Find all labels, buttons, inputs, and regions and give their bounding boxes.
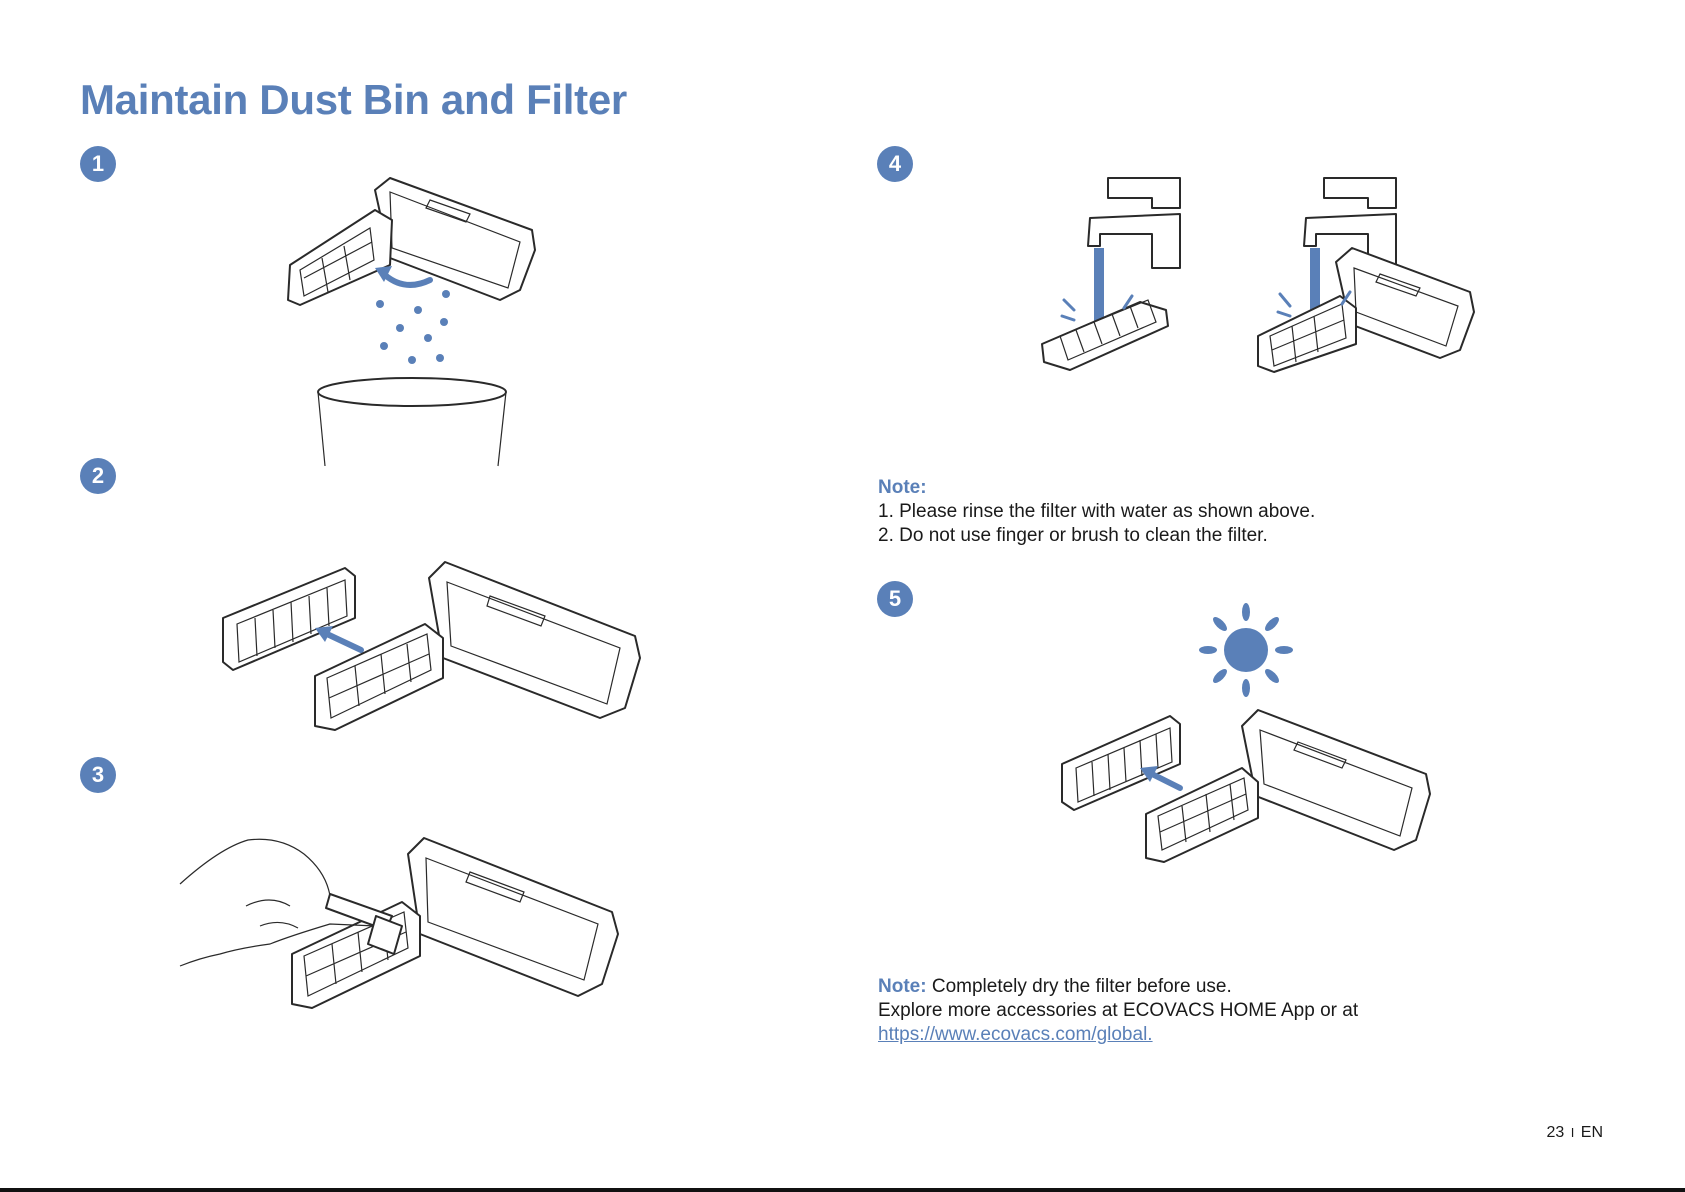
language-code: EN — [1581, 1124, 1603, 1141]
page-title: Maintain Dust Bin and Filter — [80, 76, 627, 124]
step-badge-2: 2 — [80, 458, 116, 494]
rinse-note-line-2: 2. Do not use finger or brush to clean t… — [878, 524, 1315, 548]
footer-separator: I — [1569, 1125, 1577, 1140]
dry-filter-illustration — [1060, 604, 1440, 864]
explore-accessories-text: Explore more accessories at ECOVACS HOME… — [878, 999, 1358, 1023]
rinse-filter-illustration — [1040, 176, 1480, 376]
rinse-note-line-1: 1. Please rinse the filter with water as… — [878, 500, 1315, 524]
bottom-rule — [0, 1188, 1685, 1192]
page-footer: 23 I EN — [1546, 1124, 1603, 1142]
rinse-note-label: Note: — [878, 476, 1315, 500]
dry-note-label: Note: — [878, 976, 927, 997]
step-badge-3: 3 — [80, 757, 116, 793]
ecovacs-global-link[interactable]: https://www.ecovacs.com/global. — [878, 1023, 1358, 1047]
empty-dust-bin-illustration — [270, 170, 550, 470]
brush-clean-illustration — [180, 836, 630, 1026]
step-badge-5: 5 — [877, 581, 913, 617]
step-badge-4: 4 — [877, 146, 913, 182]
rinse-note: Note: 1. Please rinse the filter with wa… — [878, 476, 1315, 548]
dry-note-text: Completely dry the filter before use. — [932, 976, 1232, 997]
step-badge-1: 1 — [80, 146, 116, 182]
sun-icon — [1199, 603, 1293, 697]
remove-filter-illustration — [215, 558, 645, 738]
dry-note: Note: Completely dry the filter before u… — [878, 975, 1358, 1047]
page-number: 23 — [1546, 1124, 1564, 1141]
